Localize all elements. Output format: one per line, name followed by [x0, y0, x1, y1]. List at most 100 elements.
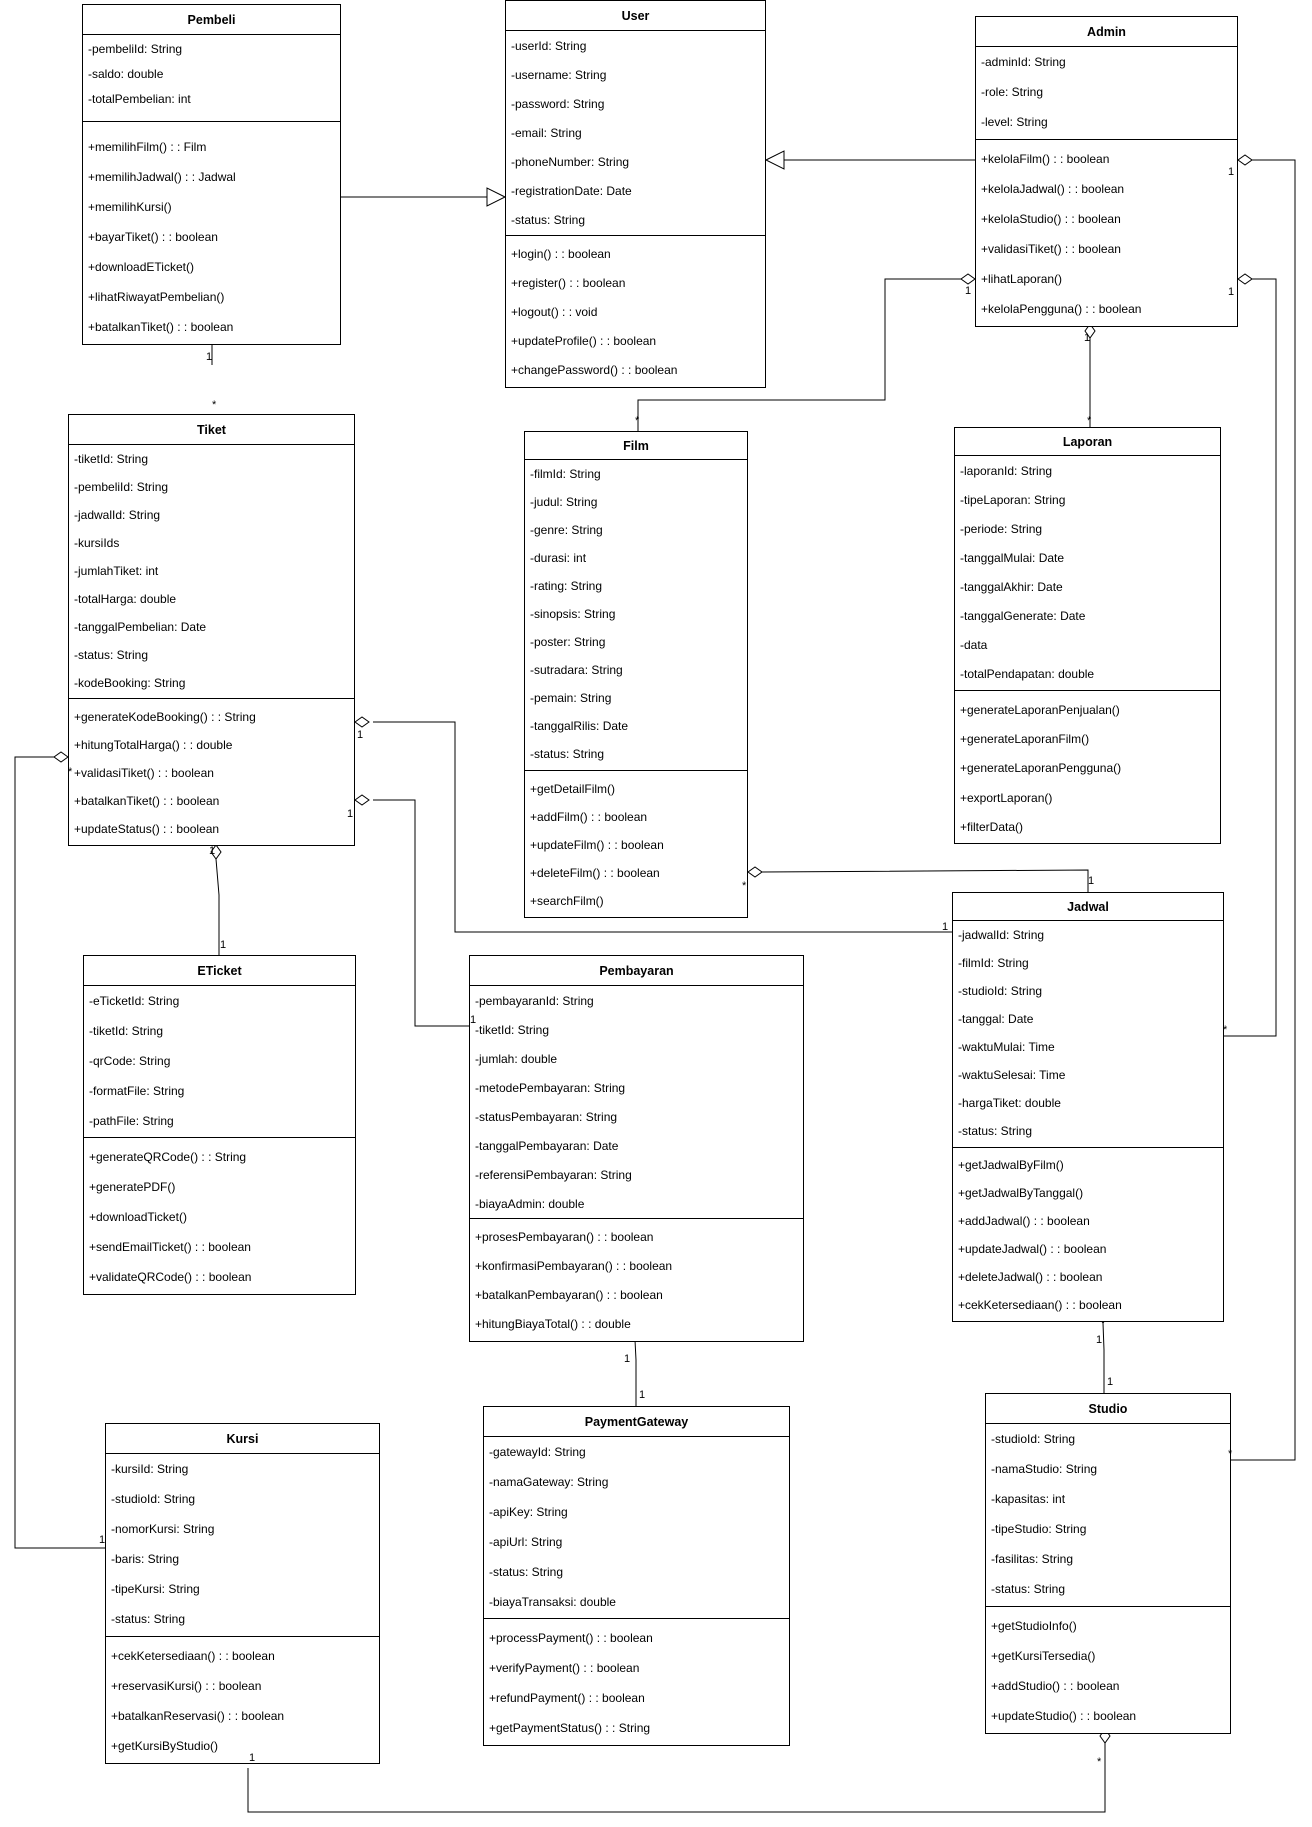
attribute-row: -studioId: String — [111, 1492, 196, 1506]
attribute-row: -statusPembayaran: String — [475, 1109, 618, 1124]
multiplicity-whole: 1 — [99, 1534, 106, 1546]
relation-tiket-kursi-aggregation-diamond — [53, 751, 69, 763]
attribute-row: -status: String — [111, 1612, 186, 1626]
method-row: +getDetailFilm() — [530, 782, 616, 796]
multiplicity-part: * — [68, 766, 73, 778]
attribute-row: -referensiPembayaran: String — [475, 1167, 632, 1182]
method-row: +memilihKursi() — [88, 200, 172, 214]
multiplicity-whole: 1 — [942, 921, 949, 933]
method-row: +sendEmailTicket() : : boolean — [89, 1240, 251, 1254]
multiplicity-whole: 1 — [470, 1014, 477, 1026]
attribute-row: -poster: String — [530, 635, 606, 649]
multiplicity-whole: 1 — [1107, 1376, 1114, 1388]
multiplicity-whole: 1 — [1088, 875, 1095, 887]
attribute-compartment: -jadwalId: String-filmId: String-studioI… — [953, 921, 1223, 1148]
method-row: +generateLaporanPengguna() — [960, 761, 1122, 776]
relation-tiket-jadwal-aggregation-diamond — [354, 716, 370, 728]
method-compartment: +getJadwalByFilm()+getJadwalByTanggal()+… — [953, 1148, 1223, 1322]
method-row: +searchFilm() — [530, 894, 604, 908]
class-name: Admin — [976, 17, 1237, 47]
method-row: +updateJadwal() : : boolean — [958, 1242, 1107, 1256]
attribute-compartment: -eTicketId: String-tiketId: String-qrCod… — [84, 986, 355, 1138]
method-row: +kelolaStudio() : : boolean — [981, 212, 1121, 226]
method-row: +generateQRCode() : : String — [89, 1150, 247, 1164]
method-row: +logout() : : void — [511, 305, 598, 319]
attribute-row: -judul: String — [530, 495, 598, 509]
multiplicity-part: * — [212, 399, 217, 411]
attribute-row: -namaStudio: String — [991, 1462, 1098, 1476]
attribute-row: -biayaAdmin: double — [475, 1196, 585, 1211]
class-jadwal: Jadwal-jadwalId: String-filmId: String-s… — [952, 892, 1224, 1322]
attribute-row: -phoneNumber: String — [511, 154, 630, 169]
multiplicity-whole: 1 — [249, 1752, 256, 1764]
attribute-row: -qrCode: String — [89, 1054, 171, 1068]
attribute-compartment: -kursiId: String-studioId: String-nomorK… — [106, 1454, 379, 1637]
method-row: +downloadTicket() — [89, 1210, 187, 1224]
class-name: Laporan — [955, 428, 1220, 456]
attribute-row: -periode: String — [960, 521, 1043, 536]
method-compartment: +cekKetersediaan() : : boolean+reservasi… — [106, 1637, 379, 1764]
method-row: +updateProfile() : : boolean — [511, 334, 657, 348]
method-row: +getJadwalByFilm() — [958, 1158, 1064, 1172]
attribute-row: -apiKey: String — [489, 1505, 568, 1519]
multiplicity-part: 1 — [347, 808, 354, 820]
method-row: +lihatLaporan() — [981, 272, 1063, 286]
attribute-row: -saldo: double — [88, 67, 164, 81]
attribute-row: -biayaTransaksi: double — [489, 1595, 616, 1609]
method-row: +getStudioInfo() — [991, 1619, 1077, 1633]
attribute-row: -tanggalGenerate: Date — [960, 608, 1086, 623]
attribute-row: -pembayaranId: String — [475, 993, 594, 1008]
method-row: +batalkanReservasi() : : boolean — [111, 1709, 285, 1723]
attribute-row: -pathFile: String — [89, 1114, 174, 1128]
attribute-row: -waktuSelesai: Time — [958, 1068, 1066, 1082]
method-row: +cekKetersediaan() : : boolean — [958, 1298, 1122, 1312]
class-tiket: Tiket-tiketId: String-pembeliId: String-… — [68, 414, 355, 846]
method-row: +generateLaporanPenjualan() — [960, 702, 1120, 717]
attribute-row: -status: String — [958, 1124, 1033, 1138]
class-laporan: Laporan-laporanId: String-tipeLaporan: S… — [954, 427, 1221, 845]
attribute-compartment: -tiketId: String-pembeliId: String-jadwa… — [69, 445, 354, 699]
attribute-row: -jumlahTiket: int — [74, 564, 159, 578]
class-user: User-userId: String-username: String-pas… — [505, 0, 766, 388]
method-row: +exportLaporan() — [960, 790, 1053, 805]
class-eticket: ETicket-eTicketId: String-tiketId: Strin… — [83, 955, 356, 1295]
attribute-row: -level: String — [981, 115, 1048, 129]
attribute-row: -kapasitas: int — [991, 1492, 1066, 1506]
attribute-row: -tipeStudio: String — [991, 1522, 1087, 1536]
method-row: +generateLaporanFilm() — [960, 732, 1090, 747]
attribute-compartment: -pembeliId: String -saldo: double -totalPe… — [83, 35, 340, 122]
method-row: +validasiTiket() : : boolean — [74, 766, 214, 780]
attribute-row: -tipeLaporan: String — [960, 492, 1066, 507]
multiplicity-whole: 1 — [639, 1389, 646, 1401]
method-compartment: +getStudioInfo()+getKursiTersedia()+addS… — [986, 1607, 1230, 1734]
attribute-row: -eTicketId: String — [89, 994, 180, 1008]
attribute-row: -filmId: String — [958, 956, 1029, 970]
method-row: +downloadETicket() — [88, 260, 194, 274]
attribute-row: -totalPembelian: int — [88, 92, 191, 106]
method-compartment: +kelolaFilm() : : boolean+kelolaJadwal()… — [976, 140, 1237, 327]
relation-admin-user-generalization-arrow — [764, 150, 785, 170]
attribute-row: -rating: String — [530, 579, 603, 593]
relation-film-jadwal-aggregation-diamond — [747, 866, 763, 878]
method-row: +verifyPayment() : : boolean — [489, 1661, 640, 1675]
attribute-row: -waktuMulai: Time — [958, 1040, 1055, 1054]
attribute-row: -pembeliId: String — [88, 42, 183, 56]
attribute-row: -email: String — [511, 125, 582, 140]
class-kursi: Kursi-kursiId: String-studioId: String-n… — [105, 1423, 380, 1764]
method-row: +hitungTotalHarga() : : double — [74, 738, 233, 752]
relation-admin-studio-aggregation-diamond — [1237, 154, 1253, 166]
method-row: +addJadwal() : : boolean — [958, 1214, 1090, 1228]
relation-pembeli-user-generalization-arrow — [486, 187, 507, 207]
method-row: +bayarTiket() : : boolean — [88, 230, 218, 244]
attribute-row: -userId: String — [511, 38, 587, 53]
attribute-row: -sinopsis: String — [530, 607, 616, 621]
attribute-row: -adminId: String — [981, 55, 1066, 69]
attribute-row: -username: String — [511, 67, 607, 82]
method-row: +getKursiTersedia() — [991, 1649, 1096, 1663]
attribute-compartment: -laporanId: String-tipeLaporan: String-p… — [955, 456, 1220, 692]
attribute-row: -data — [960, 637, 988, 652]
multiplicity-part: 1 — [624, 1353, 631, 1365]
method-row: +updateStudio() : : boolean — [991, 1709, 1137, 1723]
attribute-row: -jumlah: double — [475, 1051, 558, 1066]
method-compartment: +prosesPembayaran() : : boolean+konfirma… — [470, 1219, 803, 1341]
